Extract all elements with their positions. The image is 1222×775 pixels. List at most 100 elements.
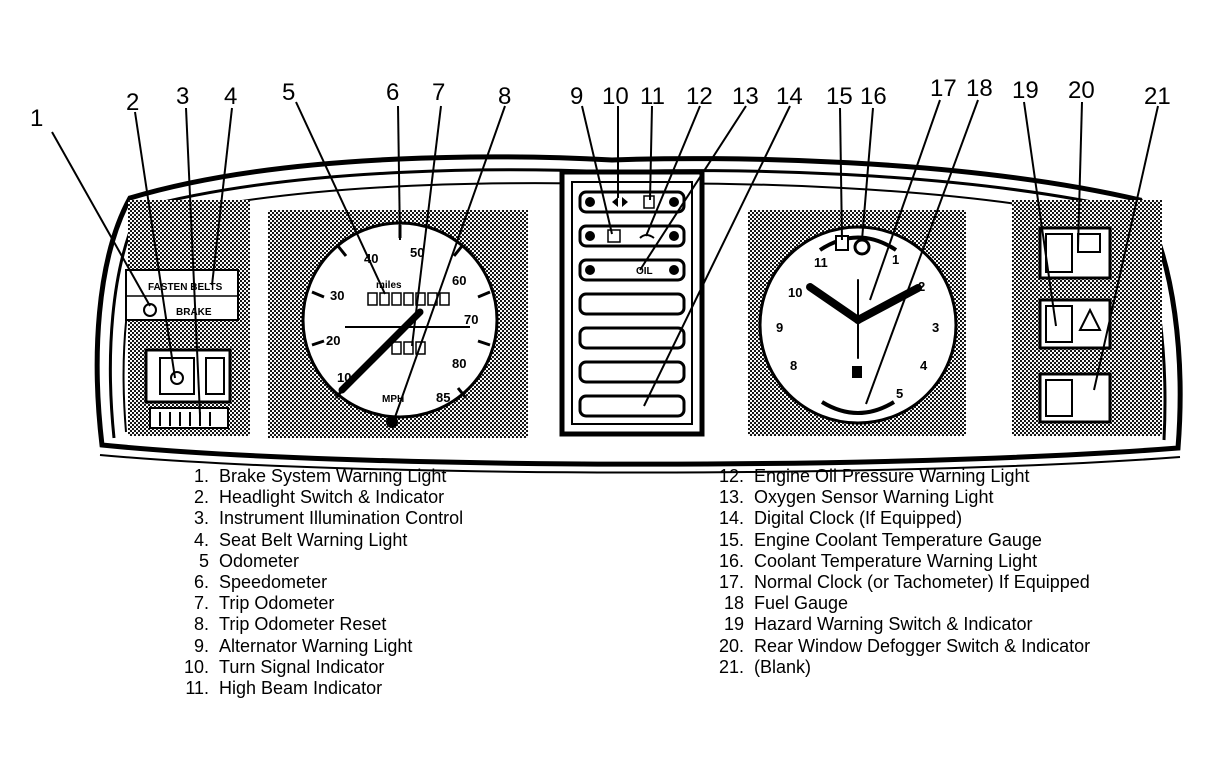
legend-item-number: 8. — [193, 614, 209, 635]
legend-item: 15. Engine Coolant Temperature Gauge — [708, 530, 1090, 551]
seat-belt-label: FASTEN BELTS — [148, 282, 223, 293]
legend-item-text: Rear Window Defogger Switch & Indicator — [754, 635, 1091, 656]
callout-11: 11 — [640, 83, 665, 110]
callout-4: 4 — [224, 83, 237, 110]
legend-item-number: 19 — [723, 614, 744, 635]
left-indicator-panel: FASTEN BELTS BRAKE — [125, 200, 250, 436]
legend-item: 20.Rear Window Defogger Switch & Indicat… — [708, 636, 1090, 657]
legend-item-text: Hazard Warning Switch & Indicator — [754, 614, 1033, 635]
legend-item: 10. Turn Signal Indicator — [175, 657, 463, 678]
legend-item: 7. Trip Odometer — [175, 593, 463, 614]
callout-21: 21 — [1144, 83, 1171, 110]
callout-19: 19 — [1012, 77, 1039, 104]
legend-item-text: Brake System Warning Light — [219, 466, 447, 486]
legend-item: 21. (Blank) — [708, 657, 1090, 678]
legend-item-text: Trip Odometer Reset — [219, 614, 387, 635]
legend-item-text: Turn Signal Indicator — [219, 656, 385, 677]
legend-item-text: Coolant Temperature Warning Light — [754, 550, 1038, 571]
legend-item-text: Odometer — [219, 550, 300, 571]
legend-item: 13. Oxygen Sensor Warning Light — [708, 487, 1090, 508]
legend-item-number: 11. — [185, 678, 209, 699]
clock: 11 1 10 2 9 3 8 4 5 — [748, 210, 966, 436]
legend-item-text: Engine Coolant Temperature Gauge — [754, 529, 1042, 550]
speedo-tick-60: 60 — [452, 273, 466, 288]
indicator-row-2 — [578, 224, 686, 248]
alternator-icon — [607, 229, 621, 243]
legend-item-number: 6. — [193, 572, 209, 593]
callout-10: 10 — [602, 83, 629, 110]
legend-item-text: (Blank) — [754, 656, 812, 677]
brake-label: BRAKE — [176, 307, 212, 318]
legend-item-text: Oxygen Sensor Warning Light — [754, 487, 994, 508]
center-indicator-stack: OIL — [559, 169, 705, 437]
hazard-triangle-icon — [1078, 307, 1102, 331]
legend-item-number: 5 — [198, 550, 209, 571]
speedo-tick-80: 80 — [452, 356, 466, 371]
clock-num-10: 10 — [788, 285, 802, 300]
indicator-row-1 — [578, 190, 686, 214]
legend-item-number: 13. — [718, 487, 744, 508]
clock-num-9: 9 — [776, 320, 783, 335]
right-switch-panel — [1012, 200, 1162, 436]
legend-item-number: 1. — [193, 466, 209, 486]
mph-label: MPH — [382, 394, 404, 405]
clock-num-3: 3 — [932, 320, 939, 335]
callout-18: 18 — [966, 75, 993, 102]
trip-reset-knob[interactable] — [386, 416, 398, 428]
legend-item-text: Speedometer — [219, 572, 328, 593]
speedo-tick-85: 85 — [436, 390, 450, 405]
clock-num-8: 8 — [790, 358, 797, 373]
callout-7: 7 — [432, 79, 445, 106]
oxygen-sensor-label: OIL — [636, 266, 653, 277]
legend-item-number: 12. — [718, 466, 744, 486]
legend-item-text: Normal Clock (or Tachometer) If Equipped — [754, 572, 1090, 593]
legend-item-number: 15. — [718, 529, 744, 550]
speedo-tick-70: 70 — [464, 312, 478, 327]
legend-item-number: 21. — [718, 656, 744, 677]
callout-2: 2 — [126, 89, 139, 116]
callout-20: 20 — [1068, 77, 1095, 104]
indicator-row-7 — [578, 394, 686, 418]
headlight-icon — [170, 371, 184, 385]
legend-item: 11.High Beam Indicator — [175, 678, 463, 699]
callout-leader-lines — [51, 99, 1159, 421]
legend-item-text: Trip Odometer — [219, 593, 335, 614]
legend-item-number: 10. — [183, 656, 209, 677]
indicator-row-4 — [578, 292, 686, 316]
legend-item-number: 9. — [193, 635, 209, 656]
legend-item-text: Instrument Illumination Control — [219, 508, 464, 529]
legend-item-number: 2. — [193, 487, 209, 508]
legend-item: 14.Digital Clock (If Equipped) — [708, 508, 1090, 529]
legend-item-number: 17. — [718, 572, 744, 593]
legend-item: 2.Headlight Switch & Indicator — [175, 487, 463, 508]
fuel-icon — [852, 366, 862, 378]
callout-1: 1 — [30, 105, 43, 132]
legend-item-number: 7. — [193, 593, 209, 614]
speedometer-needle — [338, 308, 424, 394]
legend-item: 8. Trip Odometer Reset — [175, 614, 463, 635]
callout-15: 15 — [826, 83, 853, 110]
indicator-row-6 — [578, 360, 686, 384]
legend-item-number: 4. — [193, 529, 209, 550]
legend-item: 5 Odometer — [175, 551, 463, 572]
legend-item-text: Engine Oil Pressure Warning Light — [754, 466, 1030, 486]
legend-item: 9.Alternator Warning Light — [175, 636, 463, 657]
turn-signal-icon — [612, 197, 628, 207]
callout-3: 3 — [176, 83, 189, 110]
fuel-gauge — [820, 400, 896, 415]
callout-9: 9 — [570, 83, 583, 110]
legend-item: 19 Hazard Warning Switch & Indicator — [708, 614, 1090, 635]
speedometer: 10 20 30 40 50 60 70 80 85 miles MPH — [268, 210, 528, 438]
speedo-tick-20: 20 — [326, 333, 340, 348]
speedo-tick-50: 50 — [410, 245, 424, 260]
callout-5: 5 — [282, 79, 295, 106]
legend-item: 1. Brake System Warning Light — [175, 466, 463, 487]
high-beam-icon — [643, 195, 655, 209]
legend-item: 4.Seat Belt Warning Light — [175, 530, 463, 551]
indicator-row-5 — [578, 326, 686, 350]
defogger-indicator — [1077, 233, 1101, 253]
callout-13: 13 — [732, 83, 759, 110]
legend-item-text: Digital Clock (If Equipped) — [754, 508, 963, 529]
clock-num-4: 4 — [920, 358, 928, 373]
callout-numbers: 1 2 3 4 5 6 7 8 9 10 11 12 13 14 15 16 1… — [30, 75, 1171, 132]
